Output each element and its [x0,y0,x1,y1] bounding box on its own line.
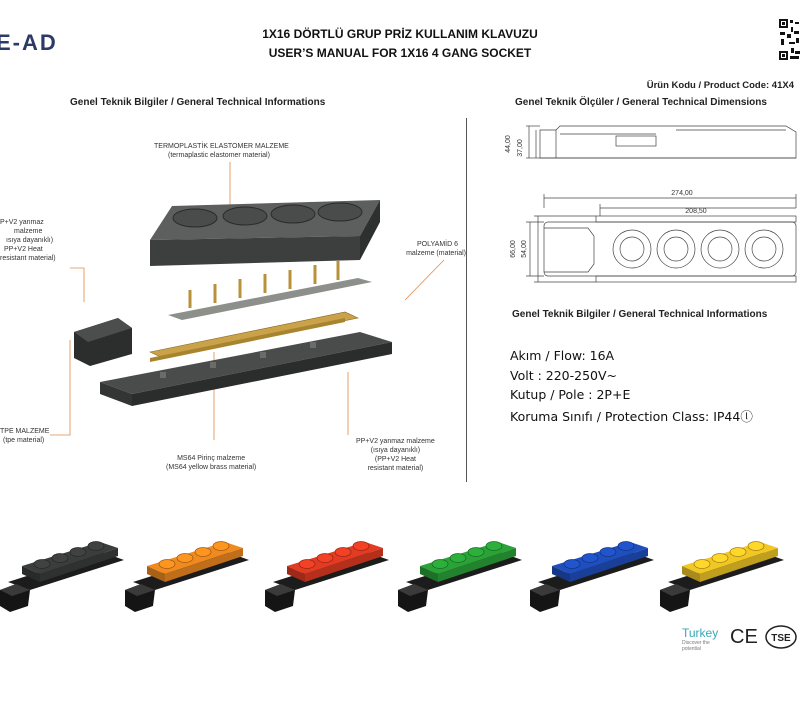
leader-lines [50,162,445,440]
top-cover [150,200,380,266]
title-english: USER’S MANUAL FOR 1X16 4 GANG SOCKET [268,46,532,60]
socket-variant-green [398,541,522,612]
turkey-logo: Turkey Discover the potential [682,626,722,652]
base-housing [100,332,392,406]
label-ms64: MS64 Pirinç malzeme (MS64 yellow brass m… [166,454,256,472]
spec-volt: Volt : 220-250V~ [510,368,618,383]
left-section-heading: Genel Teknik Bilgiler / General Technica… [70,97,326,108]
cable-gland [74,318,132,366]
spec-flow: Akım / Flow: 16A [510,348,615,363]
tse-text: TSE [771,633,791,644]
top-view [526,194,797,283]
label-tpe-2: (tpe material) [3,437,45,444]
label-pp-bottom-4: resistant material) [367,465,424,472]
label-pp-top-2: malzeme [14,228,43,235]
label-pp-top-1: P+V2 yanmaz [0,219,44,226]
dim-len-inner: 208,50 [685,208,707,215]
label-elastomer: TERMOPLASTİK ELASTOMER MALZEME (termapla… [154,142,289,160]
socket-variant-orange [125,541,249,612]
label-pp-bottom-3: (PP+V2 Heat [374,456,416,463]
color-variants [0,541,784,612]
label-pp-bottom-1: PP+V2 yanmaz malzeme [356,438,435,445]
label-pp-bottom: PP+V2 yanmaz malzeme (ısıya dayanıklı) (… [356,437,435,473]
socket-variant-yellow [660,541,784,612]
label-pp-bottom-2: (ısıya dayanıklı) [370,447,421,454]
section-divider [466,118,467,482]
qr-code-icon [778,18,800,62]
label-tpe-1: TPE MALZEME [0,428,50,435]
label-polyamid-2: malzeme (material) [406,250,466,257]
dim-h1: 44,00 [505,135,512,153]
label-polyamid-1: POLYAMİD 6 [417,241,458,248]
dim-len-total: 274,00 [671,190,693,197]
socket-variant-blue [530,541,654,612]
product-code: Ürün Kodu / Product Code: 41X4 [646,80,794,91]
label-ms64-2: (MS64 yellow brass material) [166,464,257,471]
socket-variant-red [265,541,389,612]
label-pp-top-5: resistant material) [0,255,56,262]
dim-w2: 66,00 [510,240,517,258]
brass-strip [149,311,359,362]
exploded-view-diagram [50,162,445,440]
label-elastomer-en: (termaplastic elastomer material) [168,152,270,159]
dimension-drawing: 44,00 37,00 274,00 208,50 54,00 66,00 [505,125,797,283]
tse-logo: TSE [765,625,797,649]
dimensions-heading: Genel Teknik Ölçüler / General Technical… [515,97,767,108]
brand-logo: E-AD [0,30,58,55]
label-tpe: TPE MALZEME (tpe material) [0,427,49,445]
label-polyamid: POLYAMİD 6 malzeme (material) [400,240,466,258]
spec-pole: Kutup / Pole : 2P+E [510,387,631,402]
socket-variant-black [0,541,124,612]
side-view [526,125,797,159]
ce-mark: CE [730,626,758,648]
dim-h2: 37,00 [517,139,524,157]
label-pp-top: P+V2 yanmaz malzeme ısıya dayanıklı) PP+… [0,218,56,263]
turkey-sub: Discover the potential [682,640,710,652]
contact-rail [168,261,372,320]
label-pp-top-3: ısıya dayanıklı) [6,237,54,244]
dim-w1: 54,00 [521,240,528,258]
turkey-label: Turkey [682,626,719,640]
label-pp-top-4: PP+V2 Heat [4,246,43,253]
title-turkish: 1X16 DÖRTLÜ GRUP PRİZ KULLANIM KLAVUZU [262,27,538,41]
label-elastomer-tr: TERMOPLASTİK ELASTOMER MALZEME [154,143,289,150]
label-ms64-1: MS64 Pirinç malzeme [177,455,246,462]
spec-protection: Koruma Sınıfı / Protection Class: IP44ⓛ [510,409,753,424]
tech-info-heading: Genel Teknik Bilgiler / General Technica… [512,309,768,320]
